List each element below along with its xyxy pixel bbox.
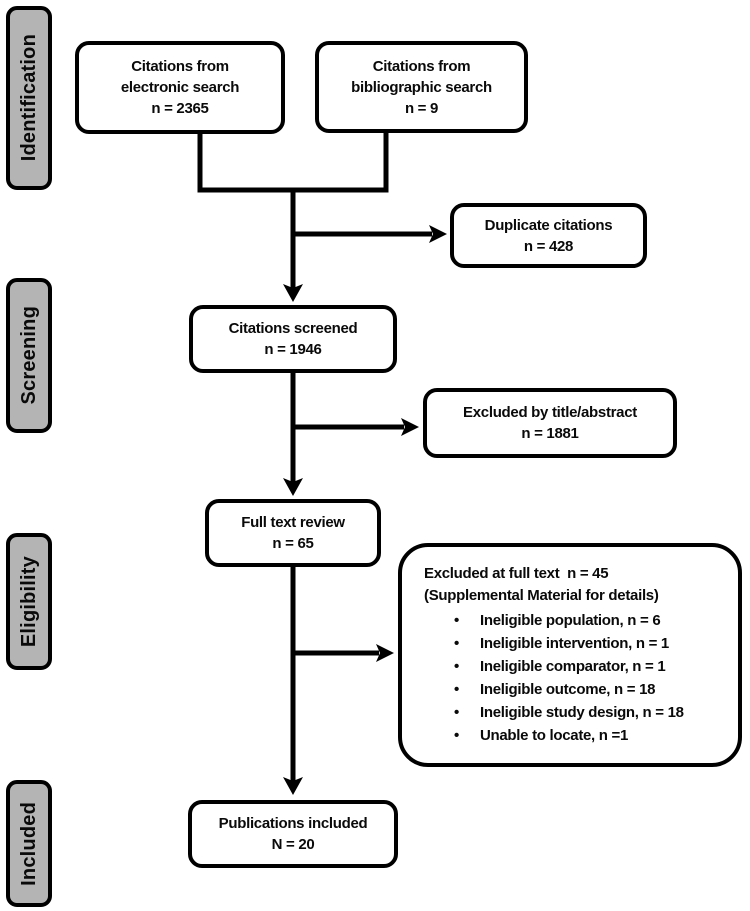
exclusion-reason-list: Ineligible population, n = 6 Ineligible … <box>454 609 684 747</box>
box-count: n = 1946 <box>264 341 322 358</box>
box-count: n = 9 <box>404 99 439 117</box>
box-full-text-review: Full text review n = 65 <box>205 499 381 567</box>
arrowhead-screened <box>283 284 303 302</box>
exclusion-reason-text: Ineligible intervention, n = 1 <box>480 635 669 652</box>
arrowhead-title-abstract <box>401 418 419 436</box>
box-text-line: Excluded by title/abstract <box>463 404 637 421</box>
box-duplicate-citations: Duplicate citations n = 428 <box>450 203 647 268</box>
box-text-line: Duplicate citations <box>484 216 613 234</box>
exclusion-reason-item: Ineligible study design, n = 18 <box>454 701 684 724</box>
box-excluded-full-text: Excluded at full text n = 45 (Supplement… <box>398 543 742 767</box>
stage-label-included: Included <box>6 780 52 907</box>
arrowhead-included <box>283 777 303 795</box>
box-citations-screened: Citations screened n = 1946 <box>189 305 397 373</box>
box-count: n = 2365 <box>151 100 209 117</box>
box-text-line: Citations from <box>131 58 229 75</box>
box-text-line: Citations screened <box>228 320 358 337</box>
box-count: n = 1881 <box>521 425 579 442</box>
exclusion-reason-text: Ineligible comparator, n = 1 <box>480 658 666 675</box>
box-count: n = 65 <box>272 535 314 552</box>
exclusion-reason-text: Unable to locate, n =1 <box>480 727 629 744</box>
exclusion-reason-item: Ineligible population, n = 6 <box>454 609 684 632</box>
arrowhead-duplicates <box>429 225 447 243</box>
box-text-line: Full text review <box>241 514 345 531</box>
box-text-line: Publications included <box>218 815 368 832</box>
connector-merge-top <box>197 132 389 193</box>
exclusion-reason-text: Ineligible outcome, n = 18 <box>480 681 656 698</box>
exclusion-reason-item: Ineligible outcome, n = 18 <box>454 678 684 701</box>
exclusion-reason-item: Ineligible intervention, n = 1 <box>454 632 684 655</box>
box-text-line: electronic search <box>120 79 240 96</box>
stage-label-text: Included <box>17 801 40 886</box>
arrowhead-excluded-fulltext <box>376 644 394 662</box>
arrowhead-fulltext <box>283 478 303 496</box>
stage-label-text: Eligibility <box>17 555 40 648</box>
excluded-full-text-subheader: (Supplemental Material for details) <box>424 587 659 604</box>
stage-label-identification: Identification <box>6 6 52 190</box>
box-publications-included: Publications included N = 20 <box>188 800 398 868</box>
exclusion-reason-text: Ineligible study design, n = 18 <box>480 704 684 721</box>
box-citations-electronic-search: Citations from electronic search n = 236… <box>75 41 285 134</box>
box-excluded-title-abstract: Excluded by title/abstract n = 1881 <box>423 388 677 458</box>
stage-label-text: Identification <box>17 34 40 162</box>
excluded-full-text-header: Excluded at full text n = 45 <box>424 565 609 582</box>
stage-label-eligibility: Eligibility <box>6 533 52 670</box>
box-text-line: Citations from <box>372 57 471 75</box>
stage-label-screening: Screening <box>6 278 52 433</box>
exclusion-reason-item: Ineligible comparator, n = 1 <box>454 655 684 678</box>
box-citations-bibliographic-search: Citations from bibliographic search n = … <box>315 41 528 133</box>
stage-label-text: Screening <box>17 306 40 405</box>
box-count: N = 20 <box>271 836 315 853</box>
box-text-line: bibliographic search <box>351 78 492 96</box>
exclusion-reason-item: Unable to locate, n =1 <box>454 724 684 747</box>
exclusion-reason-text: Ineligible population, n = 6 <box>480 612 661 629</box>
box-count: n = 428 <box>523 237 574 255</box>
